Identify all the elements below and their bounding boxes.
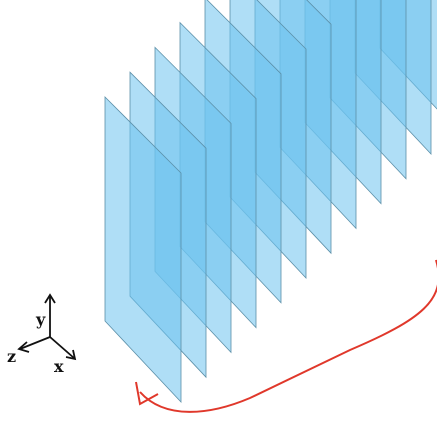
x-axis-label: x <box>54 357 64 376</box>
y-axis-arrowhead <box>44 293 56 304</box>
y-axis-label: y <box>35 310 46 329</box>
axis-triad: y z x <box>7 293 77 376</box>
plate-stack <box>104 0 437 404</box>
rotation-arrow <box>139 259 437 413</box>
z-axis <box>19 336 51 350</box>
x-axis-arrowhead <box>65 349 77 361</box>
rotation-arrow-head <box>135 381 159 406</box>
z-axis-arrowhead <box>17 341 30 353</box>
x-axis <box>49 336 75 359</box>
plate <box>104 96 182 404</box>
z-axis-label: z <box>7 347 16 366</box>
